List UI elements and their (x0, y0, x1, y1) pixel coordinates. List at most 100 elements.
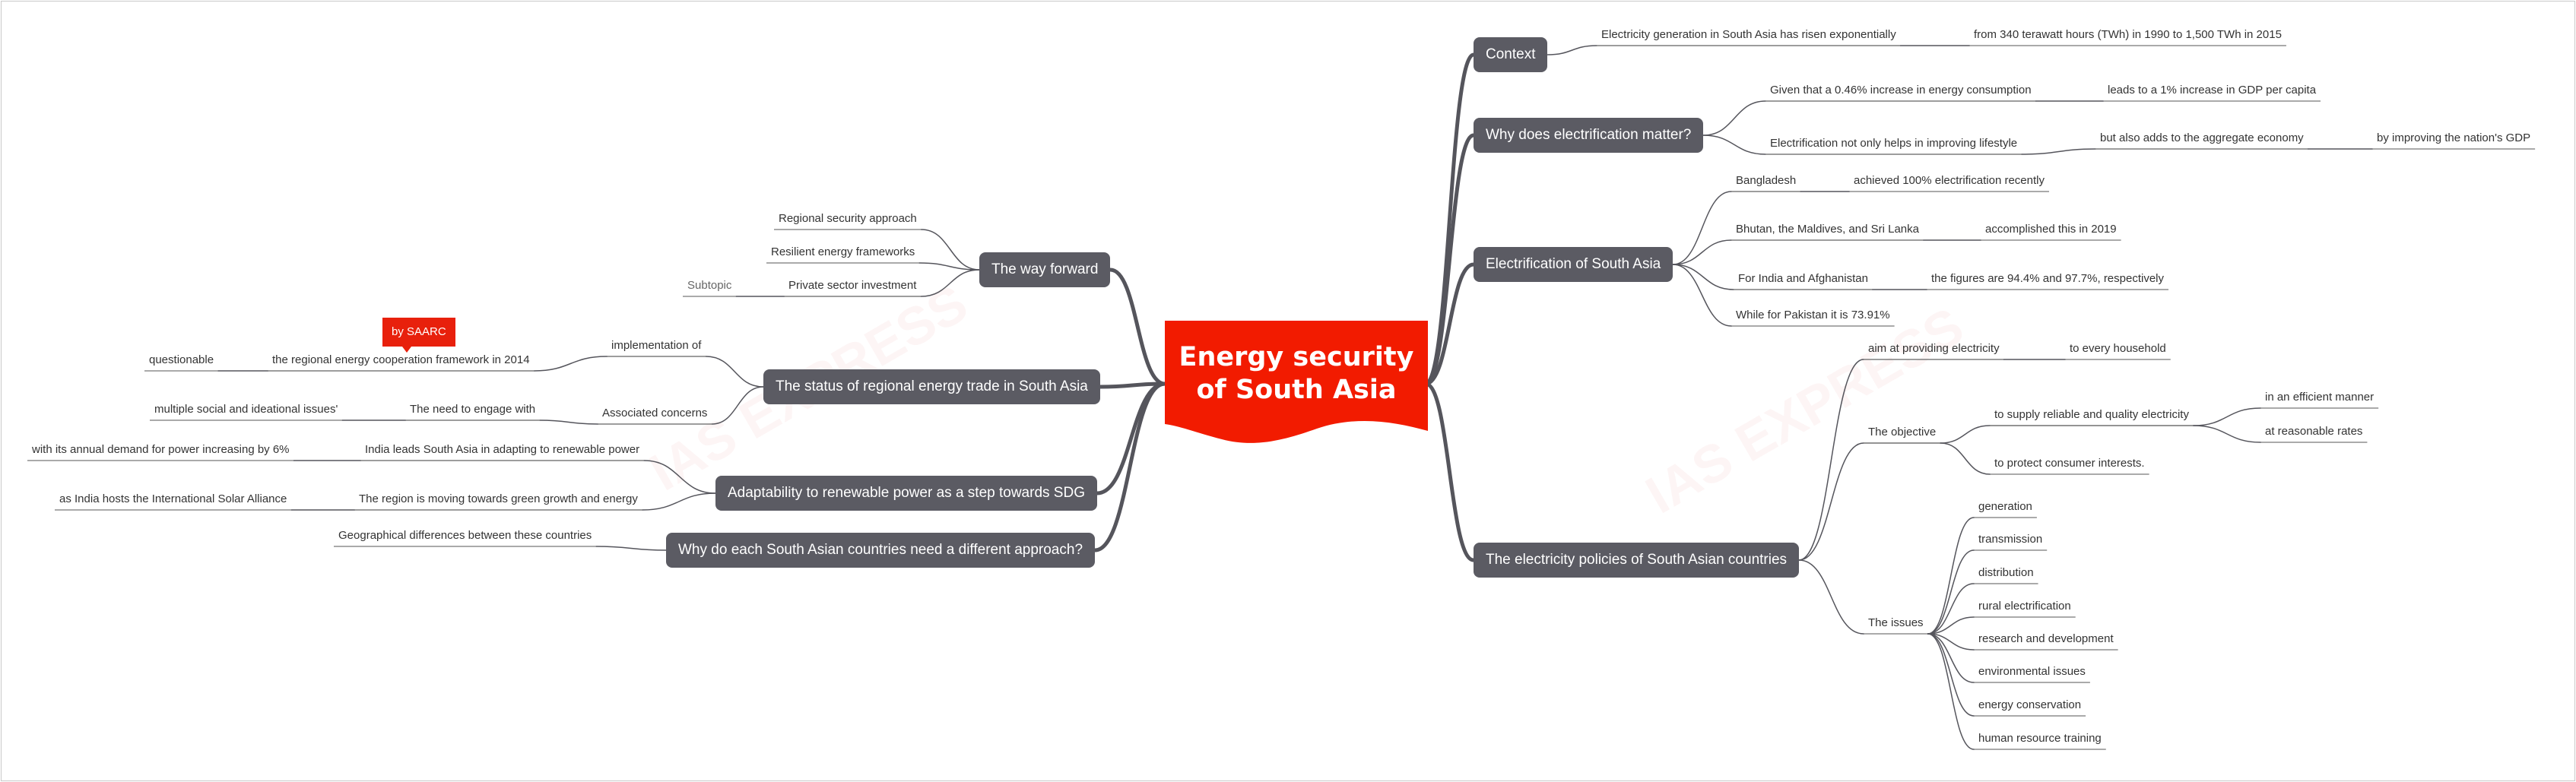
why-consumption[interactable]: Given that a 0.46% increase in energy co… (1770, 84, 2032, 97)
trade-engage[interactable]: The need to engage with (410, 403, 536, 416)
connector-curve (1672, 264, 1734, 290)
trade-implementation[interactable]: implementation of (611, 339, 702, 352)
approach-geographical[interactable]: Geographical differences between these c… (338, 529, 592, 542)
policy-issue-item[interactable]: rural electrification (1978, 600, 2071, 613)
policy-aim[interactable]: aim at providing electricity (1868, 342, 2000, 355)
connector-curve (1927, 633, 1975, 717)
why-consumption-detail[interactable]: leads to a 1% increase in GDP per capita (2108, 84, 2317, 97)
central-topic[interactable]: Energy security of South Asia (1165, 321, 1428, 446)
connector-curve (1940, 425, 1991, 444)
policy-protect[interactable]: to protect consumer interests. (1994, 457, 2145, 470)
way-subtopic[interactable]: Subtopic (687, 279, 732, 292)
elec-bhutan[interactable]: Bhutan, the Maldives, and Sri Lanka (1736, 223, 1919, 236)
policy-issue-item[interactable]: human resource training (1978, 732, 2102, 745)
renew-green-growth[interactable]: The region is moving towards green growt… (359, 492, 638, 505)
connector-curve (1095, 382, 1167, 495)
connector-curve (1927, 583, 1975, 635)
connector-curve (1702, 100, 1766, 136)
connector-curve (705, 356, 764, 388)
connector-curve (1927, 633, 1975, 683)
trade-framework[interactable]: the regional energy cooperation framewor… (272, 353, 530, 366)
trade-questionable[interactable]: questionable (149, 353, 214, 366)
policy-issue-item[interactable]: environmental issues (1978, 665, 2086, 678)
policy-issue-item[interactable]: research and development (1978, 632, 2114, 645)
connector-curve (1423, 262, 1476, 386)
trade-engage-detail[interactable]: multiple social and ideational issues' (154, 403, 338, 416)
policy-aim-detail[interactable]: to every household (2070, 342, 2166, 355)
topic-electrification-south-asia[interactable]: Electrification of South Asia (1474, 247, 1673, 282)
trade-concerns[interactable]: Associated concerns (602, 407, 708, 419)
renew-india-detail[interactable]: with its annual demand for power increas… (32, 443, 290, 456)
central-topic-shape (1165, 321, 1428, 443)
connector-curve (1423, 133, 1476, 386)
topic-way-forward[interactable]: The way forward (979, 252, 1111, 287)
connector-curve (1093, 382, 1167, 552)
topic-regional-energy-trade[interactable]: The status of regional energy trade in S… (763, 369, 1100, 404)
connector-curve (2193, 407, 2261, 426)
topic-different-approach[interactable]: Why do each South Asian countries need a… (666, 533, 1096, 568)
elec-bhutan-detail[interactable]: accomplished this in 2019 (1985, 223, 2117, 236)
connector-curve (1098, 382, 1167, 389)
central-topic-title-line1: Energy security (1179, 342, 1414, 372)
connector-curve (1547, 45, 1597, 55)
renew-green-detail[interactable]: as India hosts the International Solar A… (59, 492, 287, 505)
topic-why-electrification[interactable]: Why does electrification matter? (1474, 118, 1704, 153)
policy-efficient[interactable]: in an efficient manner (2265, 391, 2375, 404)
connector-curve (920, 269, 980, 297)
connector-curve (1672, 264, 1732, 327)
why-lifestyle-detail2[interactable]: by improving the nation's GDP (2377, 131, 2531, 144)
topic-renewable-adaptability[interactable]: Adaptability to renewable power as a ste… (715, 476, 1097, 511)
elec-bangladesh[interactable]: Bangladesh (1736, 174, 1797, 187)
way-resilient-frameworks[interactable]: Resilient energy frameworks (771, 245, 915, 258)
connector-curve (711, 386, 764, 425)
policy-rates[interactable]: at reasonable rates (2265, 425, 2363, 438)
elec-pakistan[interactable]: While for Pakistan it is 73.91% (1736, 309, 1890, 321)
connector-curve (1672, 239, 1732, 265)
central-topic-title: Energy security of South Asia (1165, 341, 1428, 407)
connector-curve (1798, 559, 1864, 635)
elec-india-afghanistan[interactable]: For India and Afghanistan (1738, 272, 1868, 285)
context-generation[interactable]: Electricity generation in South Asia has… (1601, 28, 1896, 41)
renew-india-leads[interactable]: India leads South Asia in adapting to re… (365, 443, 640, 456)
policy-issue-item[interactable]: energy conservation (1978, 698, 2082, 711)
connector-curve (533, 356, 608, 372)
connector-curve (921, 229, 980, 271)
connector-curve (1927, 616, 1975, 635)
why-lifestyle[interactable]: Electrification not only helps in improv… (1770, 137, 2018, 150)
elec-india-afghanistan-detail[interactable]: the figures are 94.4% and 97.7%, respect… (1931, 272, 2165, 285)
saarc-callout[interactable]: by SAARC (382, 318, 455, 353)
connector-curve (539, 419, 598, 425)
connector-curve (1798, 442, 1864, 561)
connector-curve (643, 460, 716, 494)
way-regional-security[interactable]: Regional security approach (779, 212, 917, 225)
connector-curve (1108, 268, 1167, 386)
connector-curve (1927, 633, 1975, 750)
connector-curve (2193, 425, 2261, 443)
elec-bangladesh-detail[interactable]: achieved 100% electrification recently (1854, 174, 2045, 187)
way-private-investment[interactable]: Private sector investment (788, 279, 917, 292)
connector-curve (1423, 382, 1476, 562)
policy-issue-item[interactable]: transmission (1978, 533, 2043, 546)
topic-context[interactable]: Context (1474, 37, 1548, 72)
connector-curve (1927, 517, 1975, 635)
why-lifestyle-detail[interactable]: but also adds to the aggregate economy (2100, 131, 2304, 144)
policy-issues[interactable]: The issues (1868, 616, 1924, 629)
connector-curve (595, 546, 667, 551)
connector-curve (1940, 442, 1991, 475)
policy-issue-item[interactable]: generation (1978, 500, 2032, 513)
policy-objective[interactable]: The objective (1868, 426, 1937, 438)
connector-curve (918, 262, 980, 271)
context-generation-detail[interactable]: from 340 terawatt hours (TWh) in 1990 to… (1974, 28, 2282, 41)
policy-issue-item[interactable]: distribution (1978, 566, 2034, 579)
connector-curve (1798, 359, 1864, 561)
connector-curve (2021, 148, 2096, 155)
connector-curve (1672, 191, 1732, 265)
connector-curve (642, 492, 716, 511)
central-topic-title-line2: of South Asia (1196, 375, 1397, 405)
policy-supply[interactable]: to supply reliable and quality electrici… (1994, 408, 2189, 421)
topic-electricity-policies[interactable]: The electricity policies of South Asian … (1474, 543, 1800, 578)
connector-curve (1423, 52, 1476, 386)
connector-curve (1927, 549, 1975, 635)
